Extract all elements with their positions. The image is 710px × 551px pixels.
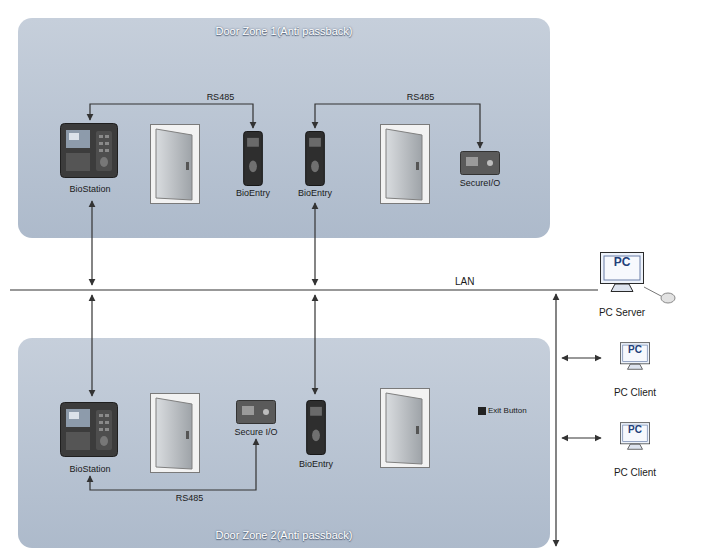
network-label: LAN <box>455 276 474 288</box>
connector-label: RS485 <box>176 493 204 503</box>
device-node: Exit Button <box>474 402 534 420</box>
device-node: BioStation <box>52 398 128 476</box>
network-lines <box>10 201 601 546</box>
device-node: SecureI/O <box>448 148 512 190</box>
pc-icon <box>620 343 649 370</box>
network-arrow <box>91 201 92 285</box>
bioentry-icon <box>307 400 326 454</box>
scanner-icon <box>661 293 675 303</box>
device-node: BioEntry <box>233 128 274 200</box>
device-label: BioEntry <box>299 459 333 469</box>
device-label: BioStation <box>69 184 110 194</box>
device-label: BioStation <box>69 464 110 474</box>
connector-label: RS485 <box>207 92 235 102</box>
pc-icon <box>620 423 649 450</box>
screen-text: PC <box>614 256 631 270</box>
rs485-connector <box>90 104 253 128</box>
bioentry-icon <box>306 131 325 185</box>
device-label: SecureI/O <box>460 178 501 188</box>
pc-node: PC PC Server <box>590 249 654 319</box>
zone-title: Door Zone 2(Anti passback) <box>216 529 353 542</box>
network-arrow <box>314 203 315 285</box>
pc-icon <box>601 253 644 292</box>
device-label: PC Client <box>614 387 656 399</box>
door-icon <box>381 125 430 204</box>
network-arrow <box>562 357 601 358</box>
scanner-cable <box>644 287 661 296</box>
pc-node: PC PC Client <box>605 419 665 479</box>
device-icons <box>61 124 676 473</box>
door-icon <box>381 389 430 468</box>
connector-label: RS485 <box>407 92 435 102</box>
device-label: Secure I/O <box>234 427 277 437</box>
secure-io-icon <box>237 401 276 424</box>
device-node: BioStation <box>52 120 128 196</box>
zone-band: Door Zone 1(Anti passback) BioStation BioE… <box>18 18 550 238</box>
rs485-connector <box>315 104 480 148</box>
device-node: Secure I/O <box>226 397 286 439</box>
biostation-icon <box>61 124 118 178</box>
device-label: BioEntry <box>298 188 332 198</box>
biostation-icon <box>61 403 118 457</box>
device-node: BioEntry <box>295 128 336 200</box>
rs485-connector <box>90 439 256 490</box>
exit-button-icon <box>478 407 486 415</box>
zone-band-shape <box>18 18 550 548</box>
device-label: PC Client <box>614 467 656 479</box>
zone-band-shape <box>18 338 550 548</box>
network-arrow <box>314 295 315 394</box>
screen-text: PC <box>628 344 642 356</box>
bioentry-icon <box>244 131 263 185</box>
network-arrow <box>555 294 556 546</box>
device-label: BioEntry <box>236 188 270 198</box>
door-icon <box>151 394 200 473</box>
device-node: BioEntry <box>296 397 337 471</box>
screen-text: PC <box>628 424 642 436</box>
zone-band: Door Zone 2(Anti passback) BioStation Secu… <box>18 338 550 548</box>
pc-node: PC PC Client <box>605 339 665 399</box>
lan-line <box>10 289 598 290</box>
device-label: PC Server <box>599 307 645 319</box>
secure-io-icon <box>461 152 500 175</box>
network-arrow <box>562 437 601 438</box>
network-arrow <box>91 295 92 396</box>
door-icon <box>151 125 200 204</box>
zone-band-shape <box>18 18 550 238</box>
zone-title: Door Zone 1(Anti passback) <box>216 25 353 38</box>
device-label: Exit Button <box>488 406 527 415</box>
